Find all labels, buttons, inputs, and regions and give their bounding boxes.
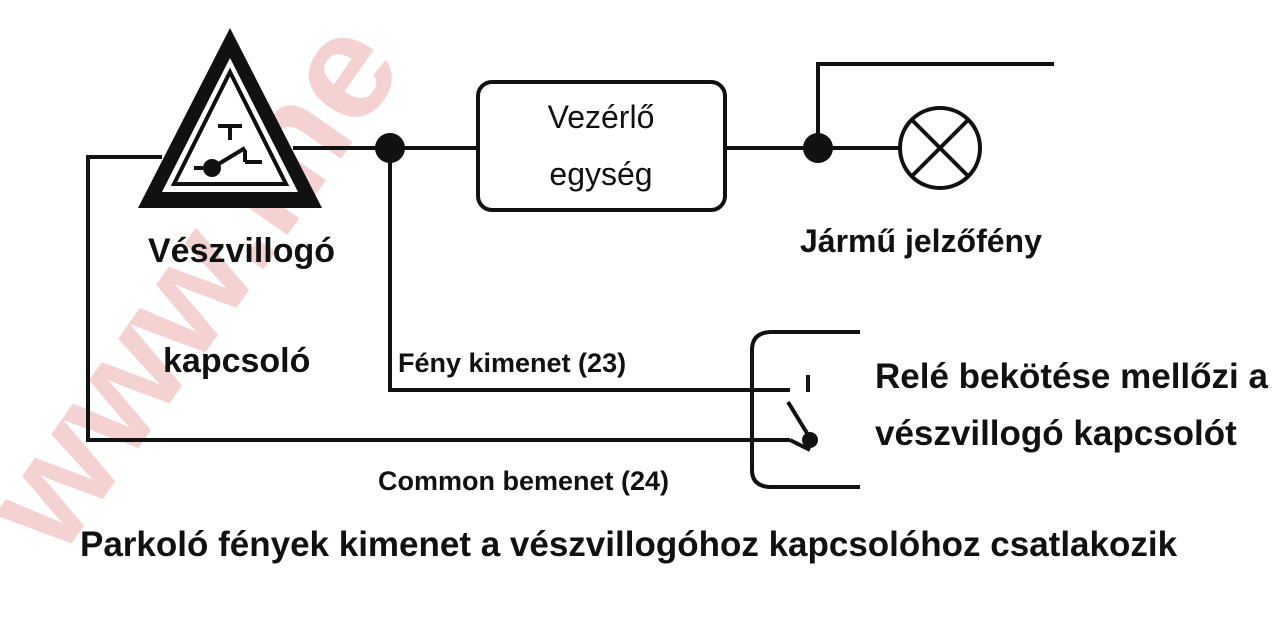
hazard-switch-icon	[138, 28, 322, 208]
junction-dot-right	[803, 133, 833, 163]
lamp-icon	[898, 106, 982, 190]
light-output-label: Fény kimenet (23)	[398, 348, 626, 378]
control-unit-label-line1: Vezérlő	[548, 99, 655, 135]
wire-light-output	[388, 146, 767, 392]
wire-common-input	[86, 155, 767, 442]
switch-label-line1: Vészvillogó	[148, 232, 335, 270]
wire-upper-branch	[816, 62, 1054, 150]
vehicle-light-label: Jármű jelzőfény	[800, 223, 1042, 259]
relay-note-line2: vészvillogó kapcsolót	[875, 414, 1237, 453]
caption: Parkoló fények kimenet a vészvillogóhoz …	[80, 525, 1178, 564]
relay-icon	[750, 330, 860, 489]
control-unit-label-line2: egység	[549, 156, 652, 192]
common-input-label: Common bemenet (24)	[378, 466, 669, 496]
control-unit-box	[476, 80, 727, 212]
switch-label-line2: kapcsoló	[163, 342, 310, 380]
relay-note-line1: Relé bekötése mellőzi a	[875, 357, 1268, 396]
junction-dot-left	[375, 133, 405, 163]
